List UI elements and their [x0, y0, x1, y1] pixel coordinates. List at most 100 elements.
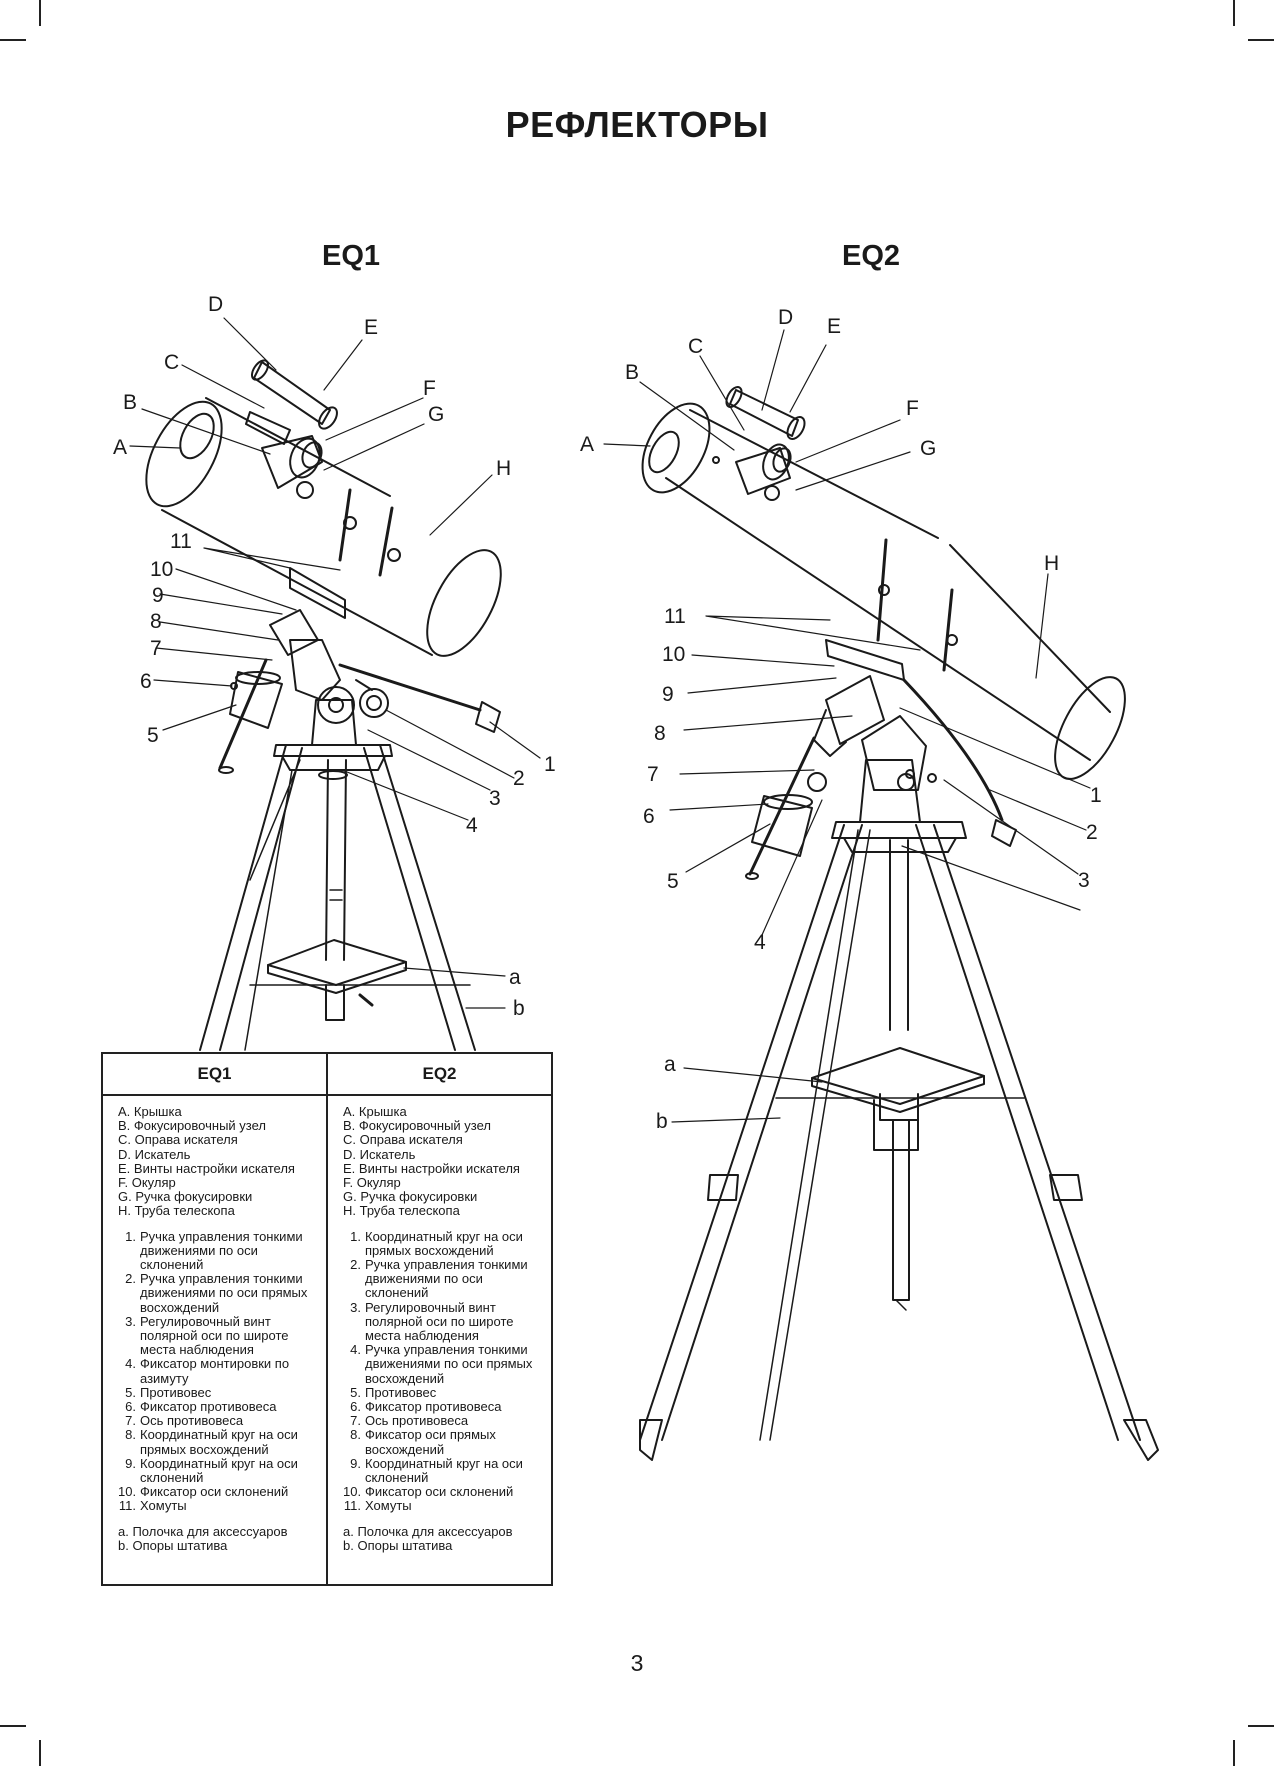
legend-item: 6.Фиксатор противовеса: [343, 1399, 541, 1415]
eq2-callout: 10: [662, 643, 686, 666]
eq1-callout: 11: [170, 530, 192, 553]
legend-item: G. Ручка фокусировки: [118, 1189, 253, 1205]
eq2-callout: 7: [647, 763, 659, 786]
eq2-callout: 9: [662, 683, 674, 706]
eq2-callout: G: [920, 437, 937, 460]
eq2-callout: 11: [664, 605, 686, 628]
legend-letter-group: A. Крышка B. Фокусировочный узел C. Опра…: [343, 1104, 541, 1219]
legend-item-number: 5.: [350, 1384, 361, 1400]
crop-mark: [1233, 0, 1235, 26]
legend-item: 3.Регулировочный винт полярной оси по ши…: [343, 1300, 541, 1344]
legend-item: D. Искатель: [343, 1146, 416, 1162]
legend-item: a. Полочка для аксессуаров: [118, 1523, 288, 1539]
legend-item-text: Фиксатор оси склонений: [365, 1484, 514, 1500]
legend-item: A. Крышка: [343, 1104, 407, 1119]
legend-item: 11.Хомуты: [343, 1499, 541, 1513]
eq1-callout: E: [364, 316, 379, 339]
eq2-callout: A: [580, 433, 595, 456]
legend-item-text: Координатный круг на оси склонений: [365, 1455, 523, 1486]
legend-item-number: 7.: [125, 1413, 136, 1429]
crop-mark: [0, 1725, 26, 1727]
eq1-callout: D: [208, 293, 224, 316]
eq2-callout: 2: [1086, 821, 1098, 844]
eq2-callout: 1: [1090, 784, 1102, 807]
eq1-callout: H: [496, 457, 512, 480]
crop-mark: [0, 39, 26, 41]
legend-item-text: Координатный круг на оси склонений: [140, 1455, 298, 1486]
eq1-callout: 1: [544, 753, 556, 776]
legend-column-eq1: EQ1 A. Крышка B. Фокусировочный узел C. …: [103, 1054, 326, 1584]
eq2-callout: 3: [1078, 869, 1090, 892]
legend-item-number: 2.: [350, 1257, 361, 1273]
legend-item: D. Искатель: [118, 1146, 191, 1162]
legend-item: 9.Координатный круг на оси склонений: [118, 1455, 316, 1486]
legend-item: B. Фокусировочный узел: [343, 1118, 491, 1134]
legend-item: 8.Фиксатор оси прямых восхождений: [343, 1427, 541, 1457]
eq1-callout: 10: [150, 558, 174, 581]
legend-item: 1.Координатный круг на оси прямых восхож…: [343, 1228, 541, 1258]
legend-item: A. Крышка: [118, 1104, 182, 1119]
legend-item-text: Координатный круг на оси прямых восхожде…: [365, 1228, 523, 1258]
page-title: РЕФЛЕКТОРЫ: [505, 104, 769, 145]
legend-item: F. Окуляр: [118, 1175, 176, 1191]
eq1-callout: C: [164, 351, 180, 374]
eq1-callout: A: [113, 436, 128, 459]
legend-item-number: 11.: [118, 1498, 136, 1514]
legend-item: 2.Ручка управления тонкими движениями по…: [343, 1257, 541, 1301]
legend-item: H. Труба телескопа: [343, 1203, 460, 1219]
legend-item-number: 4.: [125, 1356, 136, 1372]
crop-mark: [1248, 1725, 1274, 1727]
eq1-callout: 4: [466, 814, 478, 837]
legend-number-group: 1.Ручка управления тонкими движениями по…: [118, 1229, 316, 1514]
eq2-callout: H: [1044, 552, 1060, 575]
legend-item: C. Оправа искателя: [118, 1132, 238, 1148]
eq1-callout: 2: [513, 767, 525, 790]
legend-item-number: 11.: [343, 1498, 361, 1514]
legend-column-header: EQ2: [328, 1054, 551, 1096]
eq2-telescope-drawing: [603, 329, 1159, 1461]
legend-item: 1.Ручка управления тонкими движениями по…: [118, 1229, 316, 1273]
eq2-callout: F: [906, 397, 919, 420]
legend-column-eq2: EQ2 A. Крышка B. Фокусировочный узел C. …: [326, 1054, 551, 1584]
legend-item: b. Опоры штатива: [118, 1537, 228, 1553]
legend-item-text: Фиксатор оси склонений: [140, 1484, 289, 1500]
legend-item-number: 6.: [125, 1399, 136, 1415]
legend-item: G. Ручка фокусировки: [343, 1189, 478, 1205]
legend-item: b. Опоры штатива: [343, 1537, 453, 1553]
eq1-callout: F: [423, 377, 436, 400]
legend-item: B. Фокусировочный узел: [118, 1118, 266, 1134]
legend-item-text: Координатный круг на оси прямых восхожде…: [140, 1427, 298, 1457]
legend-item-text: Фиксатор противовеса: [365, 1399, 502, 1415]
eq1-callout: 5: [147, 724, 159, 747]
legend-item: 4.Ручка управления тонкими движениями по…: [343, 1343, 541, 1386]
crop-mark: [39, 1740, 41, 1766]
legend-column-header: EQ1: [103, 1054, 326, 1096]
eq1-callout: G: [428, 403, 445, 426]
eq1-callout: 3: [489, 787, 501, 810]
legend-item: H. Труба телескопа: [118, 1203, 235, 1219]
legend-item-text: Ось противовеса: [140, 1413, 244, 1429]
legend-item: 8.Координатный круг на оси прямых восхож…: [118, 1427, 316, 1457]
legend-item: E. Винты настройки искателя: [118, 1160, 295, 1176]
eq1-callout: 8: [150, 610, 162, 633]
legend-item: 7.Ось противовеса: [118, 1414, 316, 1428]
eq2-callout: b: [656, 1110, 668, 1133]
legend-item: C. Оправа искателя: [343, 1132, 463, 1148]
eq2-callout: B: [625, 361, 640, 384]
legend-item-text: Противовес: [140, 1384, 212, 1400]
eq1-telescope-drawing: [129, 317, 541, 1051]
eq1-callout: a: [509, 966, 521, 989]
legend-item: F. Окуляр: [343, 1175, 401, 1191]
eq2-callout: 6: [643, 805, 655, 828]
legend-item-text: Ручка управления тонкими движениями по о…: [365, 1257, 528, 1301]
eq1-callout: 7: [150, 637, 162, 660]
legend-item-number: 5.: [125, 1384, 136, 1400]
legend-item: 3.Регулировочный винт полярной оси по ши…: [118, 1313, 316, 1358]
legend-item-number: 10.: [118, 1484, 137, 1500]
legend-item: 11.Хомуты: [118, 1499, 316, 1513]
legend-item: 5.Противовес: [343, 1384, 541, 1400]
legend-item-number: 9.: [125, 1455, 136, 1471]
legend-item-number: 8.: [350, 1427, 361, 1443]
legend-item-number: 3.: [125, 1313, 136, 1329]
legend-item-text: Противовес: [365, 1384, 437, 1400]
